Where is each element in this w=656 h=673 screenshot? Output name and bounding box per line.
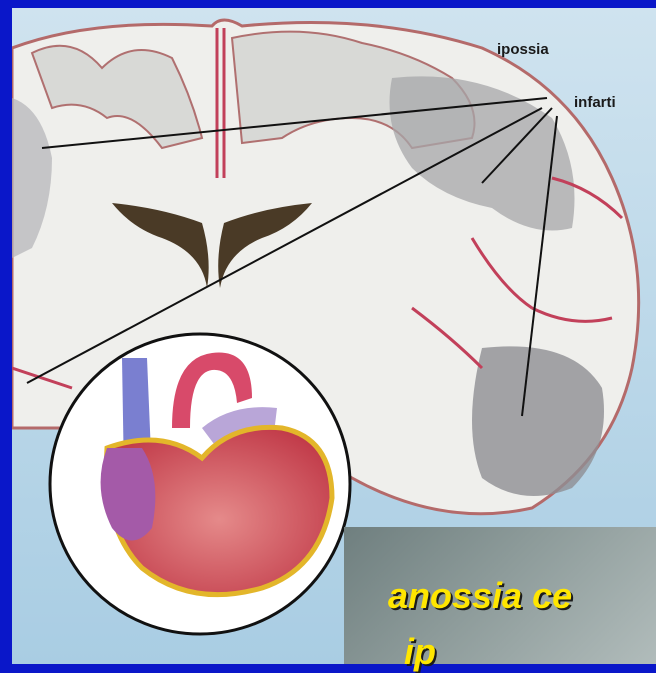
caption-line-1: anossia ce — [388, 575, 572, 617]
infarct-region-lower — [472, 346, 604, 496]
caption-box: anossia ce ip — [344, 527, 656, 664]
heart-inset — [50, 334, 350, 634]
label-ipossia: ipossia — [497, 41, 549, 58]
label-infarti: infarti — [574, 94, 616, 111]
caption-line-2: ip — [404, 631, 436, 673]
